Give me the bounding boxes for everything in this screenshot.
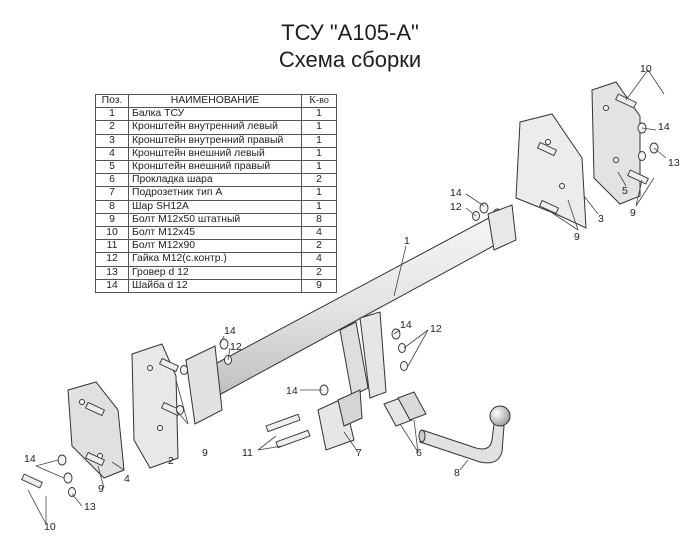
callout-10-bottom: 10 [44,521,56,533]
drawing-subtitle: Схема сборки [278,47,422,72]
callout-part-8: 8 [454,467,460,479]
row-name: Кронштейн внешний правый [128,160,302,175]
row-qty: 1 [301,186,337,201]
drawing-title: ТСУ "А105-А" [281,20,419,45]
callout-14-center: 14 [400,319,412,331]
ball-spacers [383,391,427,427]
row-pos: 7 [95,186,129,201]
callout-13-bottom: 13 [84,501,96,513]
row-name: Шайба d 12 [128,278,302,294]
callout-14-mid: 14 [450,187,462,199]
callout-part-3: 3 [598,213,604,225]
bracket-outer-right [591,81,641,205]
bracket-outer-left [67,381,125,479]
callout-9-mid: 9 [574,231,580,243]
row-pos: 14 [95,278,129,294]
row-pos: 11 [95,239,129,254]
bracket-inner-left [131,343,179,469]
bracket-inner-right [515,113,587,229]
row-qty: 1 [301,120,337,135]
callout-part-4: 4 [124,473,130,485]
tow-ball [418,405,511,464]
row-qty: 2 [301,265,337,280]
callout-part-11: 11 [242,447,253,459]
row-qty: 4 [301,252,337,267]
callout-9-top: 9 [630,207,636,219]
row-qty: 1 [301,199,337,214]
parts-table-header: Поз. НАИМЕНОВАНИЕ К-во [95,93,337,109]
callout-part-2: 2 [168,455,174,467]
callout-9-left-bottom: 9 [98,483,104,495]
callout-13-top: 13 [668,157,680,169]
washers-nuts [57,122,659,497]
callout-labels: 10 14 13 9 5 3 9 14 12 1 14 12 14 12 2 9… [24,63,680,533]
callout-14-bottom: 14 [24,453,36,465]
header-qty: К-во [301,93,337,109]
callout-9-left: 9 [202,447,208,459]
row-qty: 8 [301,212,337,228]
callout-14-top: 14 [658,121,670,133]
callout-part-7: 7 [356,447,362,459]
row-qty: 2 [301,239,337,254]
row-qty: 1 [301,107,337,122]
leader-lines [27,69,667,525]
callout-14-ball: 14 [286,385,298,397]
callout-12-mid: 12 [450,201,462,213]
callout-10-top: 10 [640,63,652,75]
row-qty: 1 [301,146,337,162]
callout-part-6: 6 [416,447,422,459]
row-pos: 13 [95,265,129,280]
row-qty: 1 [301,133,337,148]
callout-part-1: 1 [404,235,410,247]
callout-12-left: 12 [230,341,242,353]
callout-12-center: 12 [430,323,442,335]
row-name: Кронштейн внутренний левый [128,120,302,135]
row-name: Кронштейн внешний левый [128,146,302,162]
tow-beam [185,204,517,425]
row-qty: 9 [301,278,337,294]
callout-part-5: 5 [622,185,628,197]
callout-14-left: 14 [224,325,236,337]
row-qty: 1 [301,160,337,175]
row-qty: 4 [301,226,337,241]
row-qty: 2 [301,173,337,188]
bolts [21,93,649,489]
socket-plate [317,389,363,451]
row-name: Болт М12х50 штатный [128,212,302,228]
